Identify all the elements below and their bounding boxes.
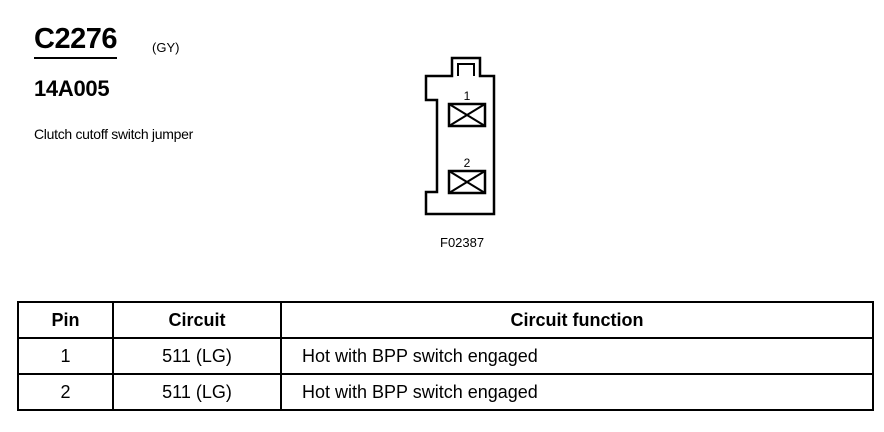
table-row: 2 511 (LG) Hot with BPP switch engaged [17,373,874,411]
header-pin: Pin [17,301,114,339]
figure-id: F02387 [440,235,485,250]
pin-cell: 2 [17,373,114,411]
header-function: Circuit function [280,301,874,339]
circuit-cell: 511 (LG) [112,373,282,411]
locking-tab [457,63,475,76]
pin-cell: 1 [17,337,114,375]
cavity-2-terminal [447,169,487,195]
table-row: 1 511 (LG) Hot with BPP switch engaged [17,337,874,375]
header-circuit: Circuit [112,301,282,339]
function-cell: Hot with BPP switch engaged [280,337,874,375]
connector-housing [424,56,496,216]
function-cell: Hot with BPP switch engaged [280,373,874,411]
connector-color: (GY) [152,40,180,55]
connector-code: C2276 [34,22,117,59]
cavity-1-terminal [447,102,487,128]
cavity-2-label: 2 [464,156,471,170]
pin-table: Pin Circuit Circuit function 1 511 (LG) … [17,301,874,411]
table-header-row: Pin Circuit Circuit function [17,301,874,339]
circuit-cell: 511 (LG) [112,337,282,375]
connector-face-diagram: 1 2 [424,56,496,216]
connector-description: Clutch cutoff switch jumper [34,126,193,142]
cavity-1-label: 1 [464,89,471,103]
part-number: 14A005 [34,76,110,101]
